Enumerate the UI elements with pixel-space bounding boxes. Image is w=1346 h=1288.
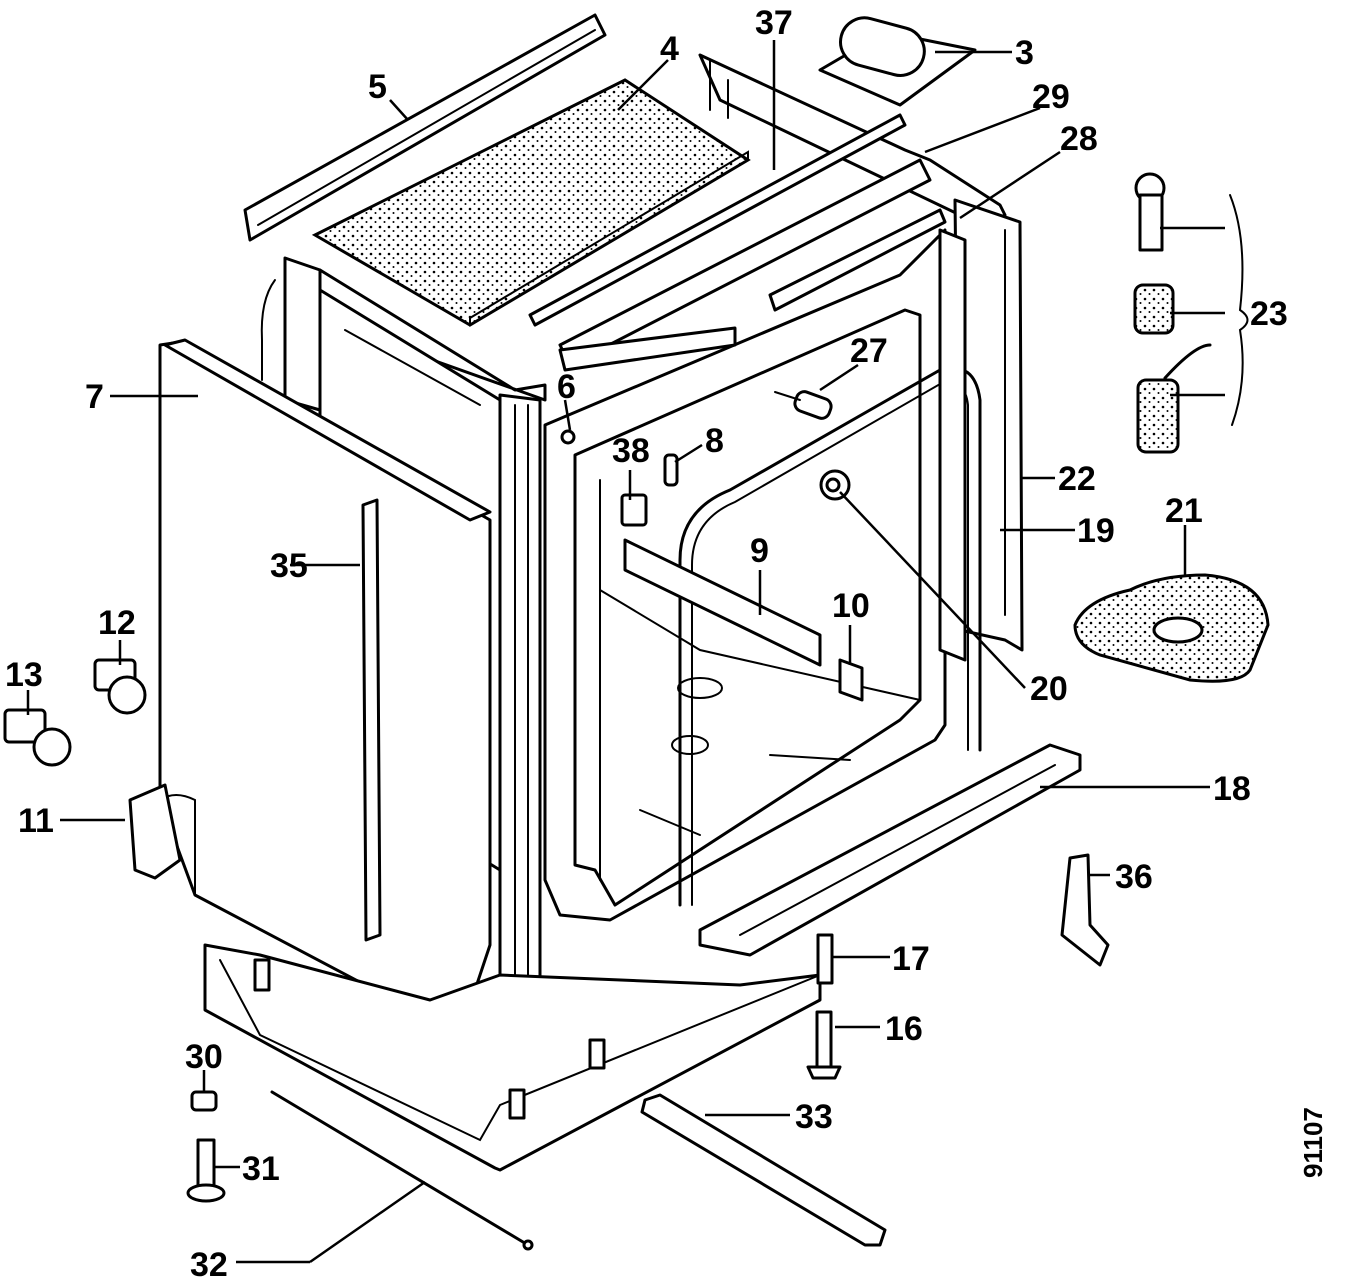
- callout-38: 38: [612, 432, 650, 470]
- callout-12: 12: [98, 604, 136, 642]
- callout-28: 28: [1060, 120, 1098, 158]
- callout-8: 8: [705, 422, 724, 460]
- callout-labels: 3 4 5 6 7 8 9 10 11 12 13 16 17 18 19 20…: [5, 4, 1288, 1284]
- hinge-12: [93, 658, 147, 715]
- callout-4: 4: [660, 30, 679, 68]
- callout-30: 30: [185, 1038, 223, 1076]
- front-plinth-bar: [698, 743, 1082, 957]
- bracket-17: [816, 933, 834, 985]
- foot-36: [1060, 853, 1110, 967]
- callout-22: 22: [1058, 460, 1096, 498]
- top-mounting-strip: [243, 13, 607, 242]
- spray-arm-hub: [819, 469, 851, 501]
- callout-5: 5: [368, 68, 387, 106]
- top-insulation-panel: [311, 78, 751, 327]
- callout-17: 17: [892, 940, 930, 978]
- callout-33: 33: [795, 1098, 833, 1136]
- callout-9: 9: [750, 532, 769, 570]
- vertical-seal-strip: [361, 498, 382, 942]
- kick-strip-33: [640, 1093, 887, 1247]
- callout-11: 11: [18, 802, 54, 840]
- callout-32: 32: [190, 1246, 228, 1284]
- callout-23: 23: [1250, 295, 1288, 333]
- leader-lines: [26, 40, 1225, 1264]
- rail-bar-9: [623, 538, 822, 667]
- callout-21: 21: [1165, 492, 1203, 530]
- rod-32: [270, 1090, 534, 1251]
- callout-37: 37: [755, 4, 793, 42]
- filter-plate-21: [1073, 573, 1270, 683]
- callout-18: 18: [1213, 770, 1251, 808]
- bracket-10: [838, 658, 864, 702]
- screw-31: [186, 1138, 226, 1203]
- callout-20: 20: [1030, 670, 1068, 708]
- callout-36: 36: [1115, 858, 1153, 896]
- hinge-13: [3, 708, 72, 767]
- callout-3: 3: [1015, 34, 1034, 72]
- callout-10: 10: [832, 587, 870, 625]
- filter-set-23: [1133, 172, 1249, 454]
- callout-13: 13: [5, 656, 43, 694]
- callout-16: 16: [885, 1010, 923, 1048]
- callout-27: 27: [850, 332, 888, 370]
- callout-19: 19: [1077, 512, 1115, 550]
- callout-7: 7: [85, 378, 104, 416]
- insulation-roll: [818, 16, 977, 107]
- side-bracket-11: [128, 783, 182, 880]
- callout-29: 29: [1032, 78, 1070, 116]
- nut-30: [190, 1090, 218, 1112]
- callout-31: 31: [242, 1150, 280, 1188]
- drawing-number: 91107: [1298, 1107, 1328, 1178]
- callout-6: 6: [557, 368, 576, 406]
- door-latch-hardware: [560, 429, 679, 527]
- adjusting-screw-16: [806, 1010, 842, 1080]
- clip-27: [774, 390, 833, 420]
- callout-35: 35: [270, 547, 308, 585]
